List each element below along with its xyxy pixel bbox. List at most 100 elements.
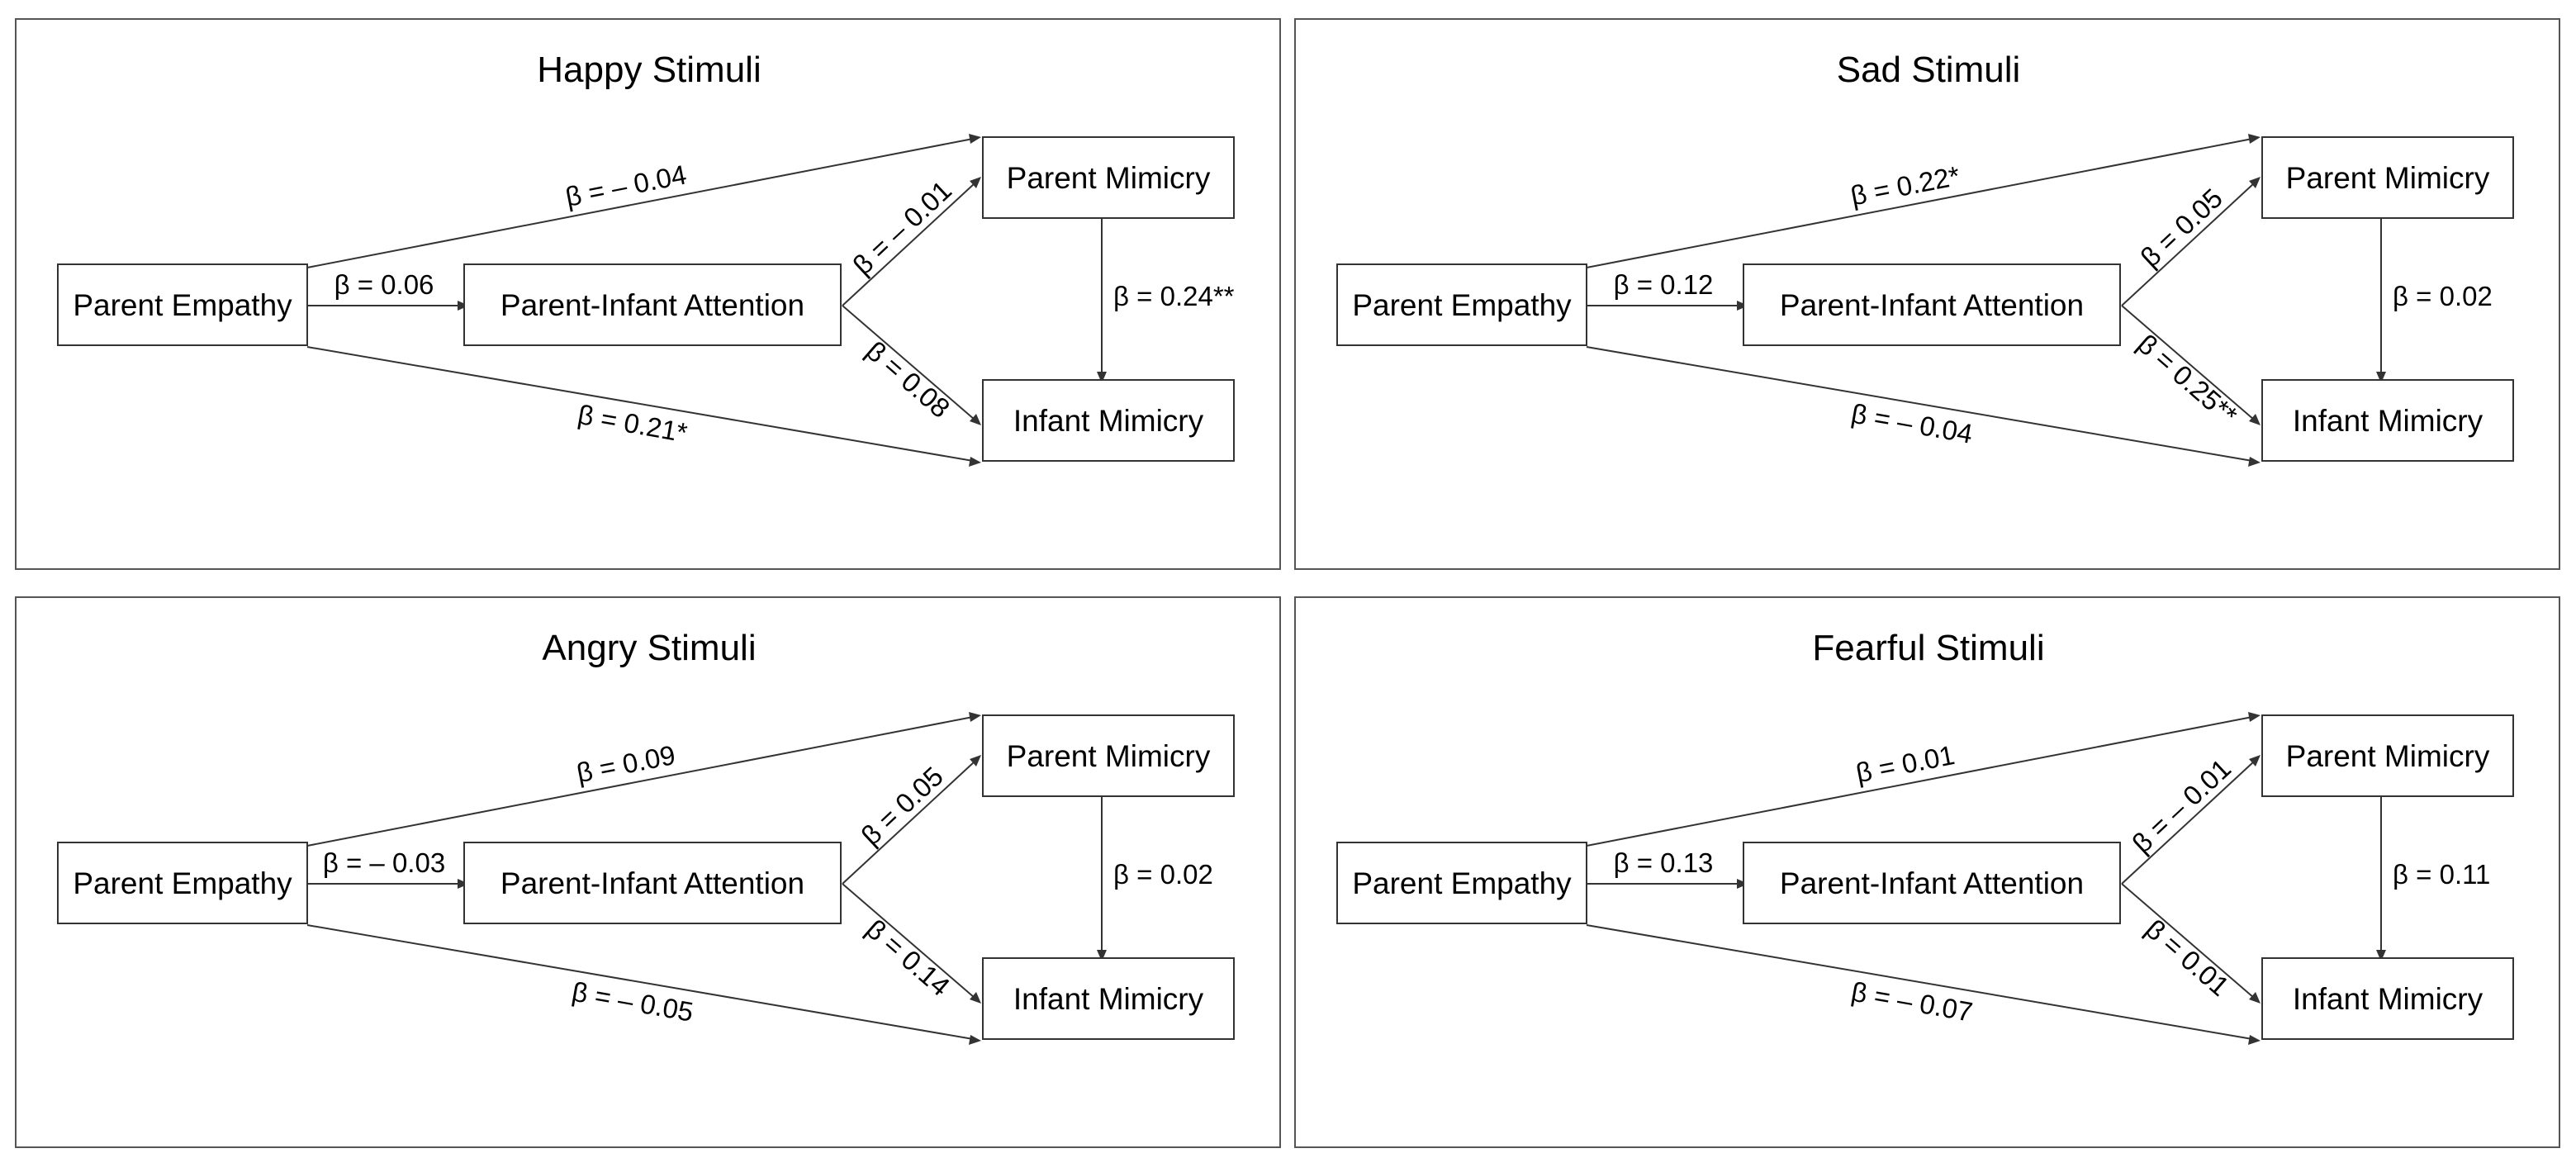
- panel-sad: Sad Stimuli Parent Empathy Parent-Infant…: [1294, 18, 2560, 570]
- node-label: Parent Empathy: [73, 288, 292, 322]
- node-label: Infant Mimicry: [2293, 982, 2483, 1016]
- edge-attention-to-infant-mimicry: [2121, 305, 2255, 420]
- arrowhead: [1097, 372, 1107, 383]
- beta-parent-to-infant-mimicry: β = 0.02: [1113, 859, 1213, 890]
- beta-attention-to-infant-mimicry: β = 0.14: [861, 914, 956, 1002]
- node-label: Parent-Infant Attention: [1780, 288, 2084, 322]
- edge-empathy-to-parent-mimicry: [306, 138, 974, 268]
- node-parent-empathy: Parent Empathy: [57, 263, 308, 346]
- arrowhead: [2248, 712, 2261, 722]
- arrowhead: [969, 712, 981, 722]
- beta-parent-to-infant-mimicry: β = 0.11: [2393, 859, 2490, 890]
- path-diagram: Sad Stimuli Parent Empathy Parent-Infant…: [1336, 50, 2514, 467]
- arrowhead: [2248, 134, 2261, 144]
- beta-empathy-to-attention: β = 0.13: [1614, 847, 1714, 878]
- node-parent-infant-attention: Parent-Infant Attention: [463, 263, 842, 346]
- edge-empathy-to-infant-mimicry: [306, 346, 974, 462]
- node-parent-mimicry: Parent Mimicry: [2261, 714, 2514, 797]
- edge-attention-to-infant-mimicry: [842, 305, 975, 420]
- beta-attention-to-parent-mimicry: β = – 0.01: [2126, 752, 2237, 858]
- beta-empathy-to-parent-mimicry: β = 0.09: [574, 739, 678, 788]
- node-parent-empathy: Parent Empathy: [1336, 842, 1587, 924]
- node-infant-mimicry: Infant Mimicry: [982, 379, 1235, 462]
- arrowhead: [970, 755, 981, 766]
- edge-attention-to-infant-mimicry: [842, 883, 975, 999]
- arrowhead: [2376, 372, 2386, 383]
- arrowhead: [2248, 1035, 2261, 1045]
- beta-empathy-to-parent-mimicry: β = 0.22*: [1848, 160, 1962, 211]
- beta-empathy-to-infant-mimicry: β = – 0.04: [1849, 398, 1976, 449]
- path-diagram: Angry Stimuli Parent Empathy Parent-Infa…: [57, 628, 1235, 1045]
- edge-empathy-to-parent-mimicry: [1586, 138, 2253, 268]
- beta-attention-to-parent-mimicry: β = – 0.01: [847, 174, 957, 280]
- node-parent-empathy: Parent Empathy: [57, 842, 308, 924]
- node-parent-mimicry: Parent Mimicry: [982, 714, 1235, 797]
- beta-empathy-to-parent-mimicry: β = – 0.04: [562, 159, 689, 212]
- node-infant-mimicry: Infant Mimicry: [2261, 379, 2514, 462]
- node-parent-infant-attention: Parent-Infant Attention: [463, 842, 842, 924]
- node-label: Parent Mimicry: [1007, 739, 1211, 773]
- panel-fearful: Fearful Stimuli Parent Empathy Parent-In…: [1294, 596, 2560, 1148]
- beta-empathy-to-infant-mimicry: β = – 0.07: [1849, 976, 1976, 1027]
- edge-empathy-to-parent-mimicry: [306, 716, 974, 847]
- beta-empathy-to-attention: β = – 0.03: [323, 847, 445, 878]
- beta-attention-to-infant-mimicry: β = 0.25**: [2132, 328, 2243, 430]
- arrowhead: [2249, 755, 2261, 766]
- node-label: Parent-Infant Attention: [500, 288, 804, 322]
- arrowhead: [970, 177, 981, 188]
- beta-parent-to-infant-mimicry: β = 0.02: [2393, 281, 2493, 311]
- edge-empathy-to-infant-mimicry: [306, 924, 974, 1040]
- node-label: Infant Mimicry: [2293, 404, 2483, 438]
- beta-empathy-to-attention: β = 0.06: [334, 269, 434, 300]
- arrowhead: [969, 1035, 981, 1045]
- beta-attention-to-infant-mimicry: β = 0.01: [2140, 914, 2235, 1002]
- edge-attention-to-infant-mimicry: [2121, 883, 2255, 999]
- arrowhead: [2376, 950, 2386, 961]
- beta-empathy-to-attention: β = 0.12: [1614, 269, 1714, 300]
- arrowhead: [969, 457, 981, 467]
- panel-angry: Angry Stimuli Parent Empathy Parent-Infa…: [15, 596, 1281, 1148]
- node-label: Parent Empathy: [1352, 288, 1572, 322]
- node-label: Parent-Infant Attention: [500, 866, 804, 900]
- node-label: Parent Mimicry: [2286, 161, 2490, 195]
- edge-attention-to-parent-mimicry: [2121, 183, 2255, 306]
- node-label: Infant Mimicry: [1013, 982, 1204, 1016]
- node-parent-infant-attention: Parent-Infant Attention: [1743, 263, 2121, 346]
- path-diagram: Happy Stimuli Parent Empathy Parent-Infa…: [57, 50, 1235, 467]
- arrowhead: [2249, 177, 2261, 188]
- node-infant-mimicry: Infant Mimicry: [2261, 957, 2514, 1040]
- arrowhead: [2249, 414, 2261, 425]
- panel-title: Angry Stimuli: [542, 628, 756, 668]
- beta-attention-to-parent-mimicry: β = 0.05: [855, 761, 949, 851]
- edge-attention-to-parent-mimicry: [2121, 761, 2255, 885]
- node-label: Parent Mimicry: [1007, 161, 1211, 195]
- panel-title: Sad Stimuli: [1837, 50, 2021, 90]
- node-label: Infant Mimicry: [1013, 404, 1204, 438]
- path-diagram: Fearful Stimuli Parent Empathy Parent-In…: [1336, 628, 2514, 1045]
- panel-happy: Happy Stimuli Parent Empathy Parent-Infa…: [15, 18, 1281, 570]
- panel-title: Happy Stimuli: [537, 50, 761, 90]
- edge-empathy-to-infant-mimicry: [1586, 346, 2253, 462]
- node-parent-empathy: Parent Empathy: [1336, 263, 1587, 346]
- panel-title: Fearful Stimuli: [1812, 628, 2044, 668]
- node-label: Parent Mimicry: [2286, 739, 2490, 773]
- arrowhead: [1097, 950, 1107, 961]
- arrowhead: [970, 414, 981, 425]
- edge-attention-to-parent-mimicry: [842, 183, 975, 306]
- edge-empathy-to-parent-mimicry: [1586, 716, 2253, 847]
- beta-attention-to-parent-mimicry: β = 0.05: [2134, 183, 2228, 273]
- arrowhead: [2249, 992, 2261, 1004]
- node-label: Parent-Infant Attention: [1780, 866, 2084, 900]
- edge-attention-to-parent-mimicry: [842, 761, 975, 885]
- arrowhead: [2248, 457, 2261, 467]
- arrowhead: [969, 134, 981, 144]
- node-parent-mimicry: Parent Mimicry: [2261, 136, 2514, 219]
- beta-empathy-to-parent-mimicry: β = 0.01: [1853, 739, 1957, 788]
- beta-empathy-to-infant-mimicry: β = 0.21*: [576, 399, 690, 448]
- node-label: Parent Empathy: [1352, 866, 1572, 900]
- node-infant-mimicry: Infant Mimicry: [982, 957, 1235, 1040]
- node-parent-mimicry: Parent Mimicry: [982, 136, 1235, 219]
- node-parent-infant-attention: Parent-Infant Attention: [1743, 842, 2121, 924]
- edge-empathy-to-infant-mimicry: [1586, 924, 2253, 1040]
- beta-attention-to-infant-mimicry: β = 0.08: [861, 335, 956, 424]
